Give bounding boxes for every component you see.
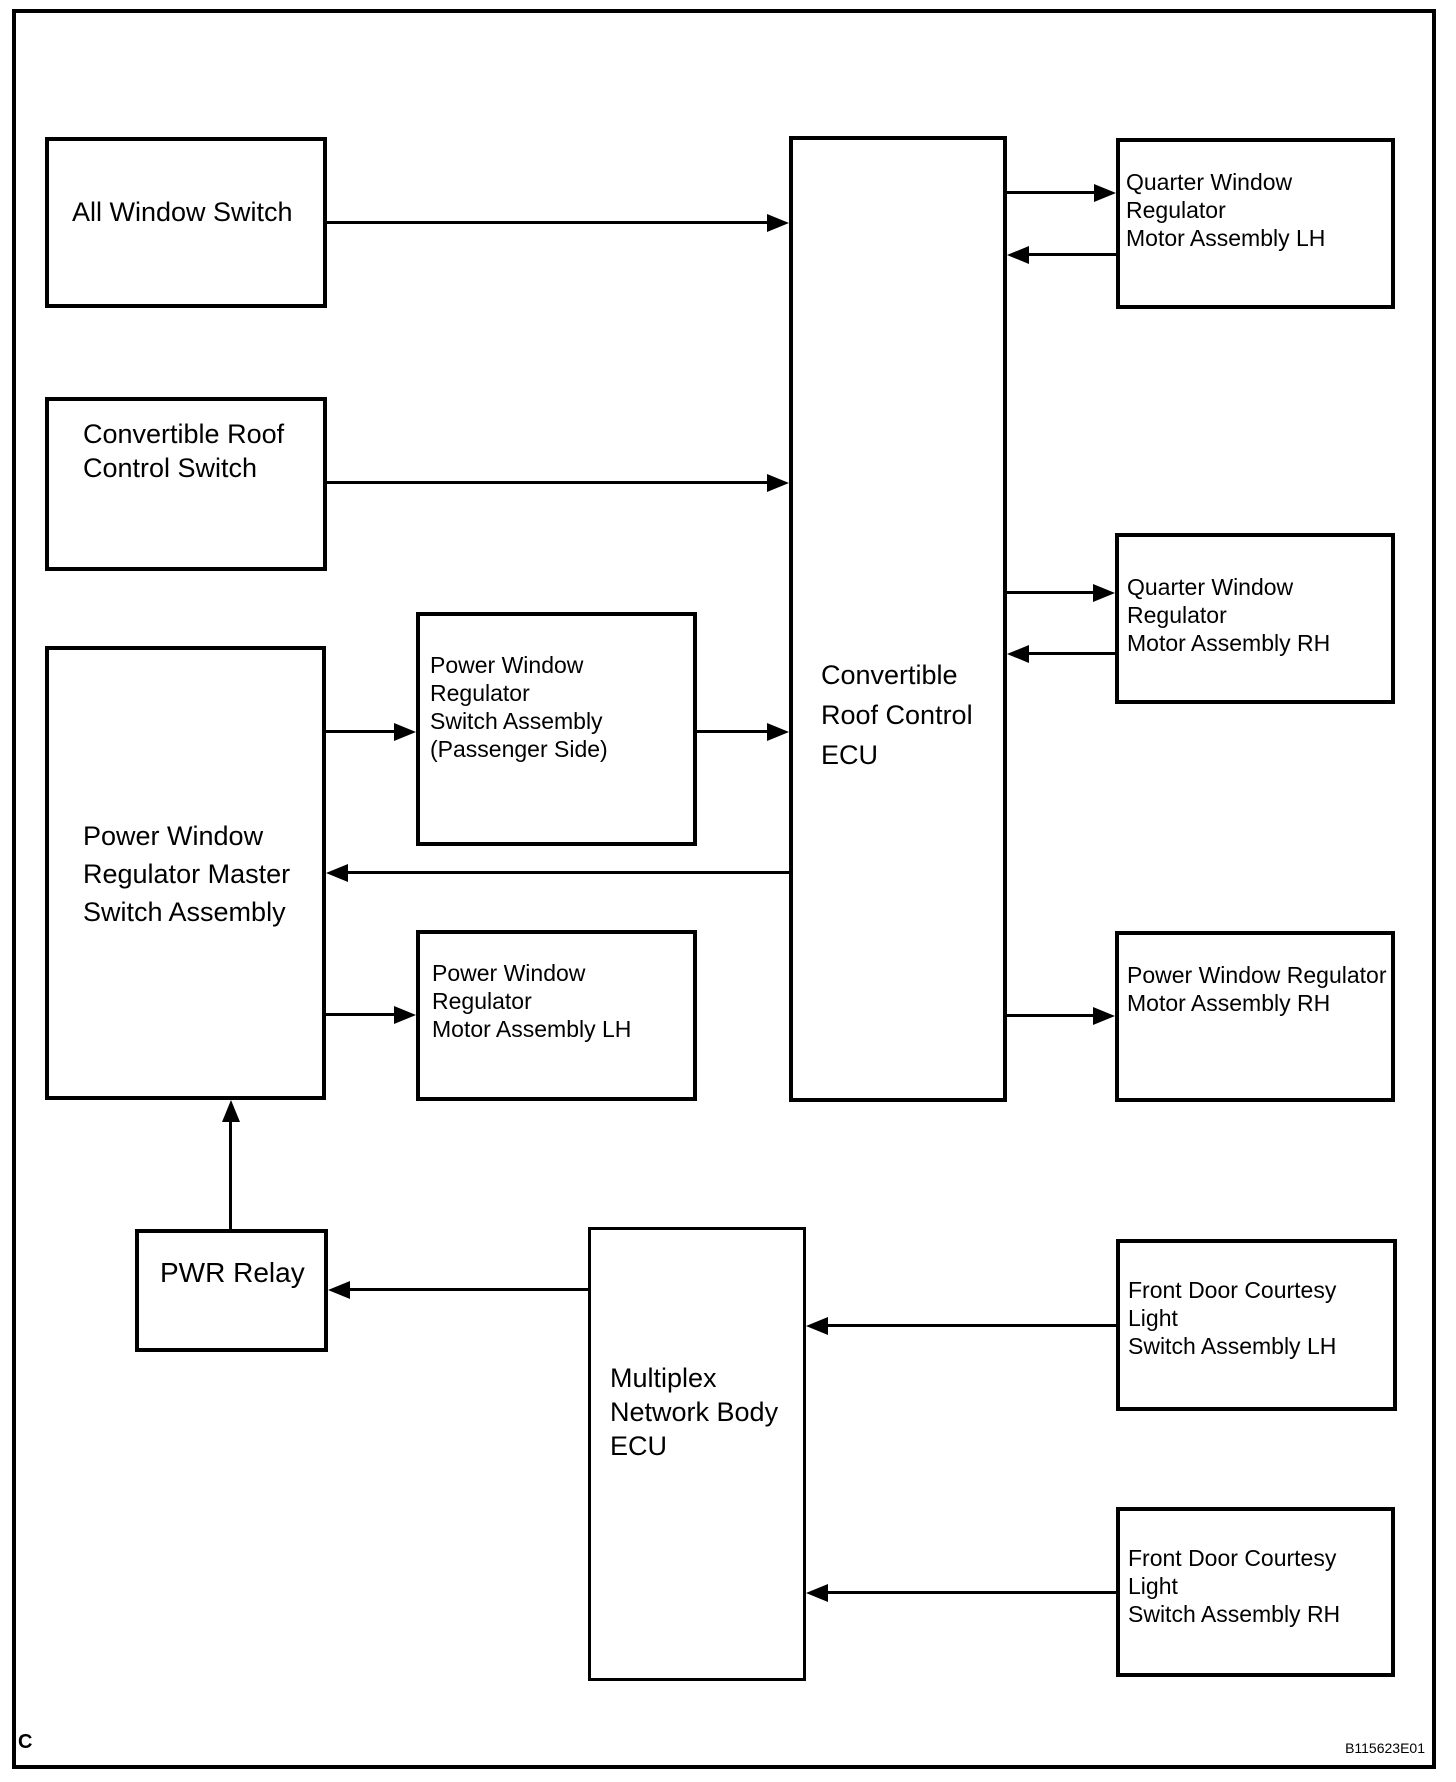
node-label: Power Window Regulator Switch Assembly (… xyxy=(430,652,608,762)
node-label: Front Door Courtesy Light Switch Assembl… xyxy=(1128,1277,1337,1359)
edge-all-window-to-ecu xyxy=(327,221,767,224)
node-front-door-courtesy-light-switch-assembly-rh: Front Door Courtesy Light Switch Assembl… xyxy=(1116,1507,1395,1677)
node-all-window-switch: All Window Switch xyxy=(45,137,327,308)
node-front-door-courtesy-light-switch-assembly-lh: Front Door Courtesy Light Switch Assembl… xyxy=(1116,1239,1397,1411)
arrowhead-icon xyxy=(326,864,348,882)
node-pwr-relay: PWR Relay xyxy=(135,1229,328,1352)
node-label: Power Window Regulator Master Switch Ass… xyxy=(83,821,291,927)
node-label: All Window Switch xyxy=(72,197,293,227)
node-power-window-regulator-master-switch-assembly: Power Window Regulator Master Switch Ass… xyxy=(45,646,326,1100)
node-power-window-regulator-switch-assembly-passenger-side: Power Window Regulator Switch Assembly (… xyxy=(416,612,697,846)
node-label: Quarter Window Regulator Motor Assembly … xyxy=(1127,574,1331,656)
edge-ecu-to-motor-rh xyxy=(1007,1014,1093,1017)
node-convertible-roof-control-switch: Convertible Roof Control Switch xyxy=(45,397,327,571)
page-border xyxy=(12,9,1436,1769)
edge-courtesy-rh-to-multiplex xyxy=(828,1591,1116,1594)
edge-pwr-relay-to-master xyxy=(229,1120,232,1229)
arrowhead-icon xyxy=(328,1281,350,1299)
edge-multiplex-to-pwr-relay xyxy=(350,1288,588,1291)
edge-ecu-to-master xyxy=(348,871,789,874)
edge-ecu-to-quarter-rh xyxy=(1007,591,1093,594)
figure-code: B115623E01 xyxy=(1345,1740,1425,1756)
node-label: PWR Relay xyxy=(160,1257,305,1288)
edge-master-to-motor-lh xyxy=(326,1013,394,1016)
edge-ecu-to-quarter-lh xyxy=(1007,191,1094,194)
arrowhead-icon xyxy=(394,723,416,741)
edge-roof-switch-to-ecu xyxy=(327,481,767,484)
edge-quarter-rh-to-ecu xyxy=(1029,652,1115,655)
node-power-window-regulator-motor-assembly-lh: Power Window Regulator Motor Assembly LH xyxy=(416,930,697,1101)
arrowhead-icon xyxy=(767,474,789,492)
edge-courtesy-lh-to-multiplex xyxy=(828,1324,1116,1327)
node-label: Power Window Regulator Motor Assembly LH xyxy=(432,960,632,1042)
edge-passenger-to-ecu xyxy=(697,730,767,733)
arrowhead-icon xyxy=(806,1584,828,1602)
arrowhead-icon xyxy=(222,1100,240,1122)
arrowhead-icon xyxy=(1093,1007,1115,1025)
arrowhead-icon xyxy=(1007,645,1029,663)
arrowhead-icon xyxy=(806,1317,828,1335)
node-convertible-roof-control-ecu: Convertible Roof Control ECU xyxy=(789,136,1007,1102)
edge-quarter-lh-to-ecu xyxy=(1029,253,1116,256)
arrowhead-icon xyxy=(767,214,789,232)
node-label: Multiplex Network Body ECU xyxy=(610,1363,779,1461)
node-quarter-window-regulator-motor-assembly-lh: Quarter Window Regulator Motor Assembly … xyxy=(1116,138,1395,309)
node-power-window-regulator-motor-assembly-rh: Power Window Regulator Motor Assembly RH xyxy=(1115,931,1395,1102)
node-label: Quarter Window Regulator Motor Assembly … xyxy=(1126,169,1326,251)
node-label: Power Window Regulator Motor Assembly RH xyxy=(1127,962,1387,1016)
page-corner-label: C xyxy=(18,1731,33,1753)
arrowhead-icon xyxy=(394,1006,416,1024)
edge-master-to-passenger xyxy=(326,730,394,733)
node-quarter-window-regulator-motor-assembly-rh: Quarter Window Regulator Motor Assembly … xyxy=(1115,533,1395,704)
node-label: Front Door Courtesy Light Switch Assembl… xyxy=(1128,1545,1341,1627)
arrowhead-icon xyxy=(1007,246,1029,264)
arrowhead-icon xyxy=(1094,184,1116,202)
node-label: Convertible Roof Control Switch xyxy=(83,419,285,483)
node-multiplex-network-body-ecu: Multiplex Network Body ECU xyxy=(588,1227,806,1681)
arrowhead-icon xyxy=(1093,584,1115,602)
node-label: Convertible Roof Control ECU xyxy=(821,660,973,770)
arrowhead-icon xyxy=(767,723,789,741)
